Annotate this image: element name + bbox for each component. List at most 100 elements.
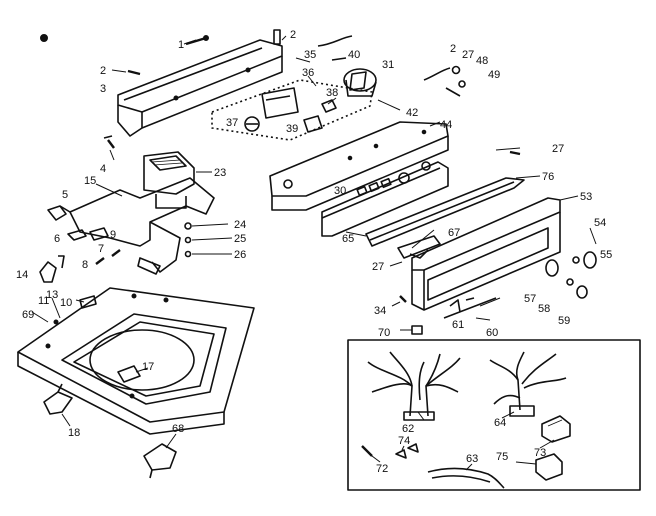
callout-38: 38 <box>326 87 338 99</box>
callout-13: 13 <box>46 289 58 301</box>
terminal-9 <box>89 227 109 241</box>
callout-60: 60 <box>486 327 498 339</box>
callout-27c: 27 <box>372 261 384 273</box>
callout-14: 14 <box>16 269 28 281</box>
callout-15: 15 <box>84 175 96 187</box>
callout-2b: 2 <box>100 65 106 77</box>
terminals-72-74 <box>361 443 419 459</box>
callout-10: 10 <box>60 297 72 309</box>
screw-1 <box>185 35 209 46</box>
wire-63 <box>427 467 505 489</box>
callout-49: 49 <box>488 69 500 81</box>
switch-5 <box>47 205 71 221</box>
registration-dot <box>40 34 48 42</box>
screw-2-left <box>127 69 141 76</box>
callout-6: 6 <box>54 233 60 245</box>
callout-9: 9 <box>110 229 116 241</box>
wire-35-40 <box>317 35 353 61</box>
callout-72: 72 <box>376 463 388 475</box>
selector-switch-36 <box>261 87 299 119</box>
connector-75 <box>535 453 563 481</box>
console-panel-face-44 <box>321 161 449 237</box>
panel-strip-65 <box>365 177 525 247</box>
callout-39: 39 <box>286 123 298 135</box>
screws-48-49 <box>423 65 466 97</box>
lid-switch-18 <box>43 383 73 415</box>
callout-27b: 27 <box>552 143 564 155</box>
strike-68 <box>143 443 177 479</box>
callout-36: 36 <box>302 67 314 79</box>
wiring-harness-64 <box>489 351 567 417</box>
callout-35: 35 <box>304 49 316 61</box>
leader-lines <box>31 35 597 471</box>
washers-24-26 <box>184 222 192 258</box>
callout-76: 76 <box>542 171 554 183</box>
callout-17: 17 <box>142 361 154 373</box>
callout-2a: 2 <box>290 29 296 41</box>
callout-53: 53 <box>580 191 592 203</box>
mounting-plate-outline <box>211 79 373 141</box>
callout-61: 61 <box>452 319 464 331</box>
callout-64: 64 <box>494 417 506 429</box>
callout-23: 23 <box>214 167 226 179</box>
callout-24: 24 <box>234 219 246 231</box>
callout-74: 74 <box>398 435 410 447</box>
endcap-group-60-61 <box>443 297 497 319</box>
nut-70 <box>411 325 423 335</box>
callout-4: 4 <box>100 163 106 175</box>
callout-1: 1 <box>178 39 184 51</box>
knobs-57-59 <box>545 259 588 299</box>
terminal-6 <box>67 229 87 241</box>
callout-67: 67 <box>448 227 460 239</box>
screw-4 <box>103 135 115 149</box>
callout-8: 8 <box>82 259 88 271</box>
screw-34 <box>399 295 407 303</box>
part-13-14 <box>39 255 65 283</box>
callout-31: 31 <box>382 59 394 71</box>
callout-68: 68 <box>172 423 184 435</box>
callout-26: 26 <box>234 249 246 261</box>
clip-2-top <box>273 29 281 45</box>
callout-57: 57 <box>524 293 536 305</box>
callout-5: 5 <box>62 189 68 201</box>
wiring-harness-62 <box>367 351 461 421</box>
callout-55: 55 <box>600 249 612 261</box>
callout-40: 40 <box>348 49 360 61</box>
callout-65: 65 <box>342 233 354 245</box>
knobs-54-55 <box>572 251 597 269</box>
callout-2c: 2 <box>450 43 456 55</box>
control-panel-42 <box>269 121 449 211</box>
callout-25: 25 <box>234 233 246 245</box>
harness-connector <box>137 257 161 275</box>
callout-75: 75 <box>496 451 508 463</box>
callout-37: 37 <box>226 117 238 129</box>
callout-labels: 1 2 2 2 3 4 5 6 7 8 9 10 11 13 14 15 17 … <box>16 29 612 475</box>
connector-73 <box>541 415 571 443</box>
screw-27-right <box>509 150 521 156</box>
callout-54: 54 <box>594 217 606 229</box>
washer-top-cover <box>17 287 255 435</box>
callout-7: 7 <box>98 243 104 255</box>
callout-48: 48 <box>476 55 488 67</box>
callout-3: 3 <box>100 83 106 95</box>
backsplash-53 <box>411 197 561 311</box>
callout-70: 70 <box>378 327 390 339</box>
console-top-cover <box>117 39 283 137</box>
callout-58: 58 <box>538 303 550 315</box>
control-module-23 <box>143 151 195 209</box>
harness-inset-box <box>347 339 641 491</box>
knob-38-39 <box>303 99 337 133</box>
callout-73: 73 <box>534 447 546 459</box>
callout-34: 34 <box>374 305 386 317</box>
callout-30: 30 <box>334 185 346 197</box>
callout-62: 62 <box>402 423 414 435</box>
switch-37 <box>244 116 260 132</box>
lid-switch-17 <box>117 365 141 383</box>
callout-63: 63 <box>466 453 478 465</box>
callout-11: 11 <box>38 295 49 307</box>
callout-59: 59 <box>558 315 570 327</box>
callout-18: 18 <box>68 427 80 439</box>
timer-31 <box>343 68 377 97</box>
callout-69: 69 <box>22 309 34 321</box>
